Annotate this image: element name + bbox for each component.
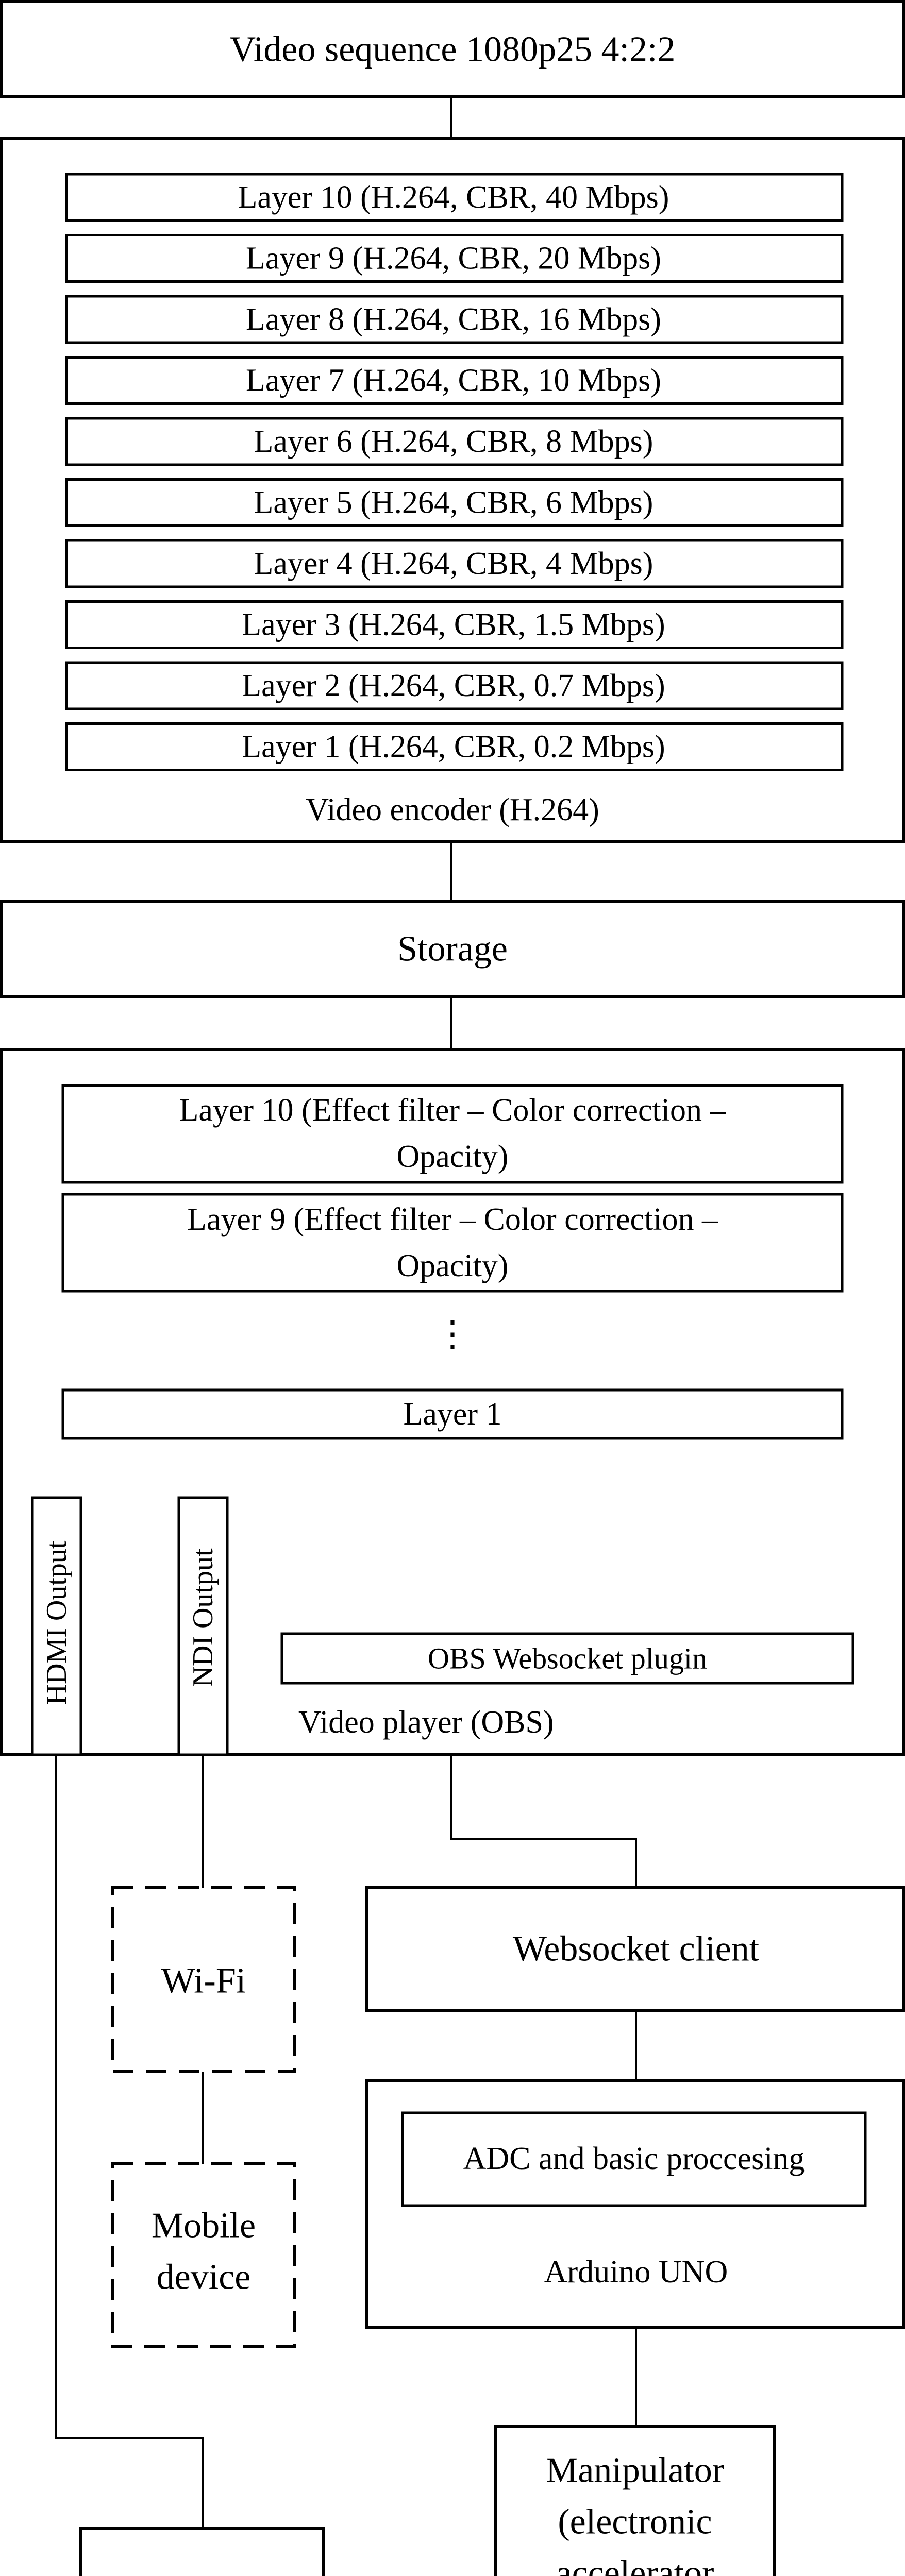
storage-label: Storage [397, 929, 508, 969]
ndi-output-label: NDI Output [187, 1548, 219, 1687]
display-box: Display [79, 2527, 325, 2576]
storage-box: Storage [0, 900, 905, 998]
encoder-layer: Layer 7 (H.264, CBR, 10 Mbps) [65, 356, 844, 405]
encoder-layer: Layer 4 (H.264, CBR, 4 Mbps) [65, 539, 844, 588]
player-layer-10: Layer 10 (Effect filter – Color correcti… [61, 1084, 844, 1184]
encoder-layer-label: Layer 1 (H.264, CBR, 0.2 Mbps) [242, 730, 665, 765]
encoder-layer: Layer 10 (H.264, CBR, 40 Mbps) [65, 173, 844, 222]
player-layer-9: Layer 9 (Effect filter – Color correctio… [61, 1193, 844, 1293]
player-layer-9-line2: Opacity) [397, 1248, 509, 1283]
player-layer-9-line1: Layer 9 (Effect filter – Color correctio… [187, 1202, 718, 1237]
encoder-layer: Layer 3 (H.264, CBR, 1.5 Mbps) [65, 600, 844, 649]
encoder-layer-box [65, 661, 844, 710]
player-layer-1-label: Layer 1 [403, 1397, 501, 1432]
wifi-box: Wi-Fi [111, 1886, 296, 2073]
encoder-layer: Layer 2 (H.264, CBR, 0.7 Mbps) [65, 661, 844, 710]
player-box: Layer 10 (Effect filter – Color correcti… [0, 1048, 905, 1756]
encoder-layer-label: Layer 10 (H.264, CBR, 40 Mbps) [238, 180, 669, 215]
manipulator-box: Manipulator (electronic accelerator peda… [494, 2425, 776, 2576]
encoder-layer-box [65, 234, 844, 283]
ndi-output-box: NDI Output [177, 1496, 229, 1756]
encoder-box: Layer 10 (H.264, CBR, 40 Mbps) Layer 9 (H… [0, 137, 905, 843]
manipulator-line-2: (electronic [558, 2502, 712, 2542]
encoder-layer-label: Layer 5 (H.264, CBR, 6 Mbps) [254, 485, 653, 520]
encoder-layer: Layer 1 (H.264, CBR, 0.2 Mbps) [65, 722, 844, 771]
manipulator-line-3: accelerator [556, 2554, 714, 2576]
player-layer-1: Layer 1 [61, 1388, 844, 1440]
encoder-layer-label: Layer 3 (H.264, CBR, 1.5 Mbps) [242, 607, 665, 642]
websocket-client-box: Websocket client [365, 1886, 905, 2012]
mobile-device-box: Mobile device [111, 2162, 296, 2348]
encoder-label: Video encoder (H.264) [306, 792, 599, 827]
encoder-layer: Layer 9 (H.264, CBR, 20 Mbps) [65, 234, 844, 283]
websocket-plugin-label: OBS Websocket plugin [428, 1642, 707, 1675]
player-layer-10-line1: Layer 10 (Effect filter – Color correcti… [179, 1093, 726, 1128]
mobile-label-line2: device [157, 2258, 251, 2297]
encoder-layer-box [65, 417, 844, 466]
arduino-box: ADC and basic proccesing Arduino UNO [365, 2079, 905, 2329]
hdmi-output-label: HDMI Output [41, 1540, 73, 1705]
websocket-plugin-box: OBS Websocket plugin [280, 1632, 854, 1685]
encoder-layer-label: Layer 6 (H.264, CBR, 8 Mbps) [254, 424, 653, 459]
encoder-layer-box [65, 600, 844, 649]
player-layer-10-line2: Opacity) [397, 1139, 509, 1174]
connector-player-websocket-client [450, 1755, 637, 1888]
encoder-layer-label: Layer 7 (H.264, CBR, 10 Mbps) [246, 363, 661, 398]
encoder-layer-label: Layer 8 (H.264, CBR, 16 Mbps) [246, 302, 661, 337]
encoder-layer-box [65, 478, 844, 527]
source-box: Video sequence 1080p25 4:2:2 [0, 0, 905, 98]
wifi-label: Wi-Fi [161, 1961, 246, 2001]
encoder-layer-box [65, 539, 844, 588]
adc-box: ADC and basic proccesing [401, 2111, 867, 2207]
websocket-client-label: Websocket client [513, 1929, 760, 1969]
source-label: Video sequence 1080p25 4:2:2 [230, 30, 676, 70]
manipulator-line-1: Manipulator [546, 2451, 724, 2490]
encoder-layer: Layer 8 (H.264, CBR, 16 Mbps) [65, 295, 844, 344]
hdmi-output-box: HDMI Output [31, 1496, 82, 1756]
arduino-label: Arduino UNO [544, 2255, 728, 2290]
encoder-layer-box [65, 356, 844, 405]
encoder-layer-box [65, 173, 844, 222]
encoder-layer: Layer 5 (H.264, CBR, 6 Mbps) [65, 478, 844, 527]
encoder-layer-label: Layer 2 (H.264, CBR, 0.7 Mbps) [242, 668, 665, 703]
connector-hdmi-display [55, 1755, 204, 2527]
encoder-layer-label: Layer 4 (H.264, CBR, 4 Mbps) [254, 546, 653, 581]
encoder-layer-box [65, 295, 844, 344]
encoder-layer-box [65, 722, 844, 771]
player-label: Video player (OBS) [298, 1705, 554, 1740]
encoder-layer: Layer 6 (H.264, CBR, 8 Mbps) [65, 417, 844, 466]
encoder-layer-label: Layer 9 (H.264, CBR, 20 Mbps) [246, 241, 661, 276]
mobile-label-line1: Mobile [152, 2206, 256, 2246]
layer-ellipsis: ⋮ [434, 1315, 471, 1354]
adc-label: ADC and basic proccesing [463, 2141, 805, 2176]
